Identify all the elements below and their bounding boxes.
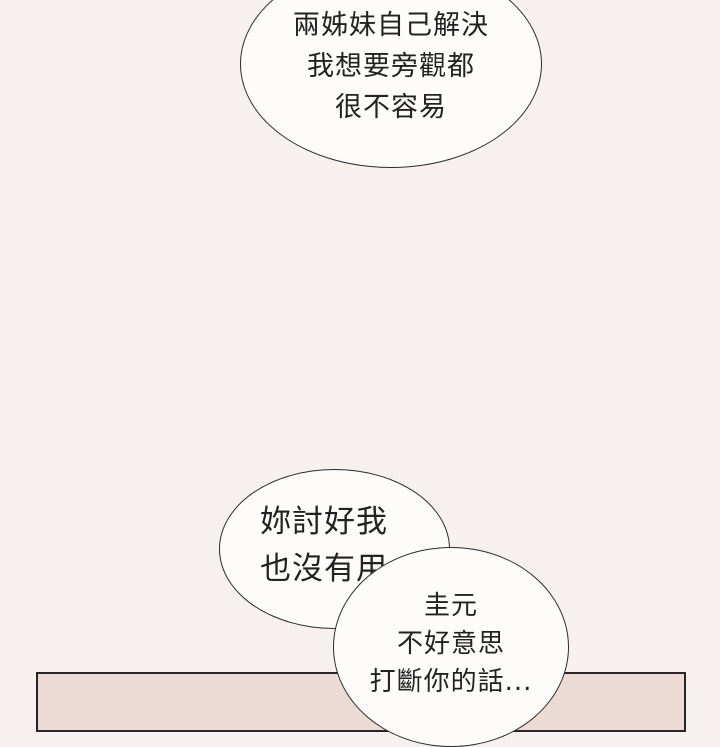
speech-line: 妳討好我 (260, 504, 388, 540)
speech-line: 兩姊妹自己解決 (293, 10, 489, 41)
speech-line: 圭元 (423, 591, 478, 621)
speech-bubble-lower: 圭元 不好意思 打斷你的話... (333, 547, 569, 747)
speech-text-top: 兩姊妹自己解決 我想要旁觀都 很不容易 (241, 5, 541, 128)
speech-line: 很不容易 (335, 92, 447, 123)
speech-line: 不好意思 (396, 629, 505, 659)
speech-line: 打斷你的話... (369, 667, 533, 697)
speech-text-lower: 圭元 不好意思 打斷你的話... (334, 587, 568, 701)
speech-line: 我想要旁觀都 (307, 51, 475, 82)
speech-bubble-top: 兩姊妹自己解決 我想要旁觀都 很不容易 (240, 0, 542, 168)
